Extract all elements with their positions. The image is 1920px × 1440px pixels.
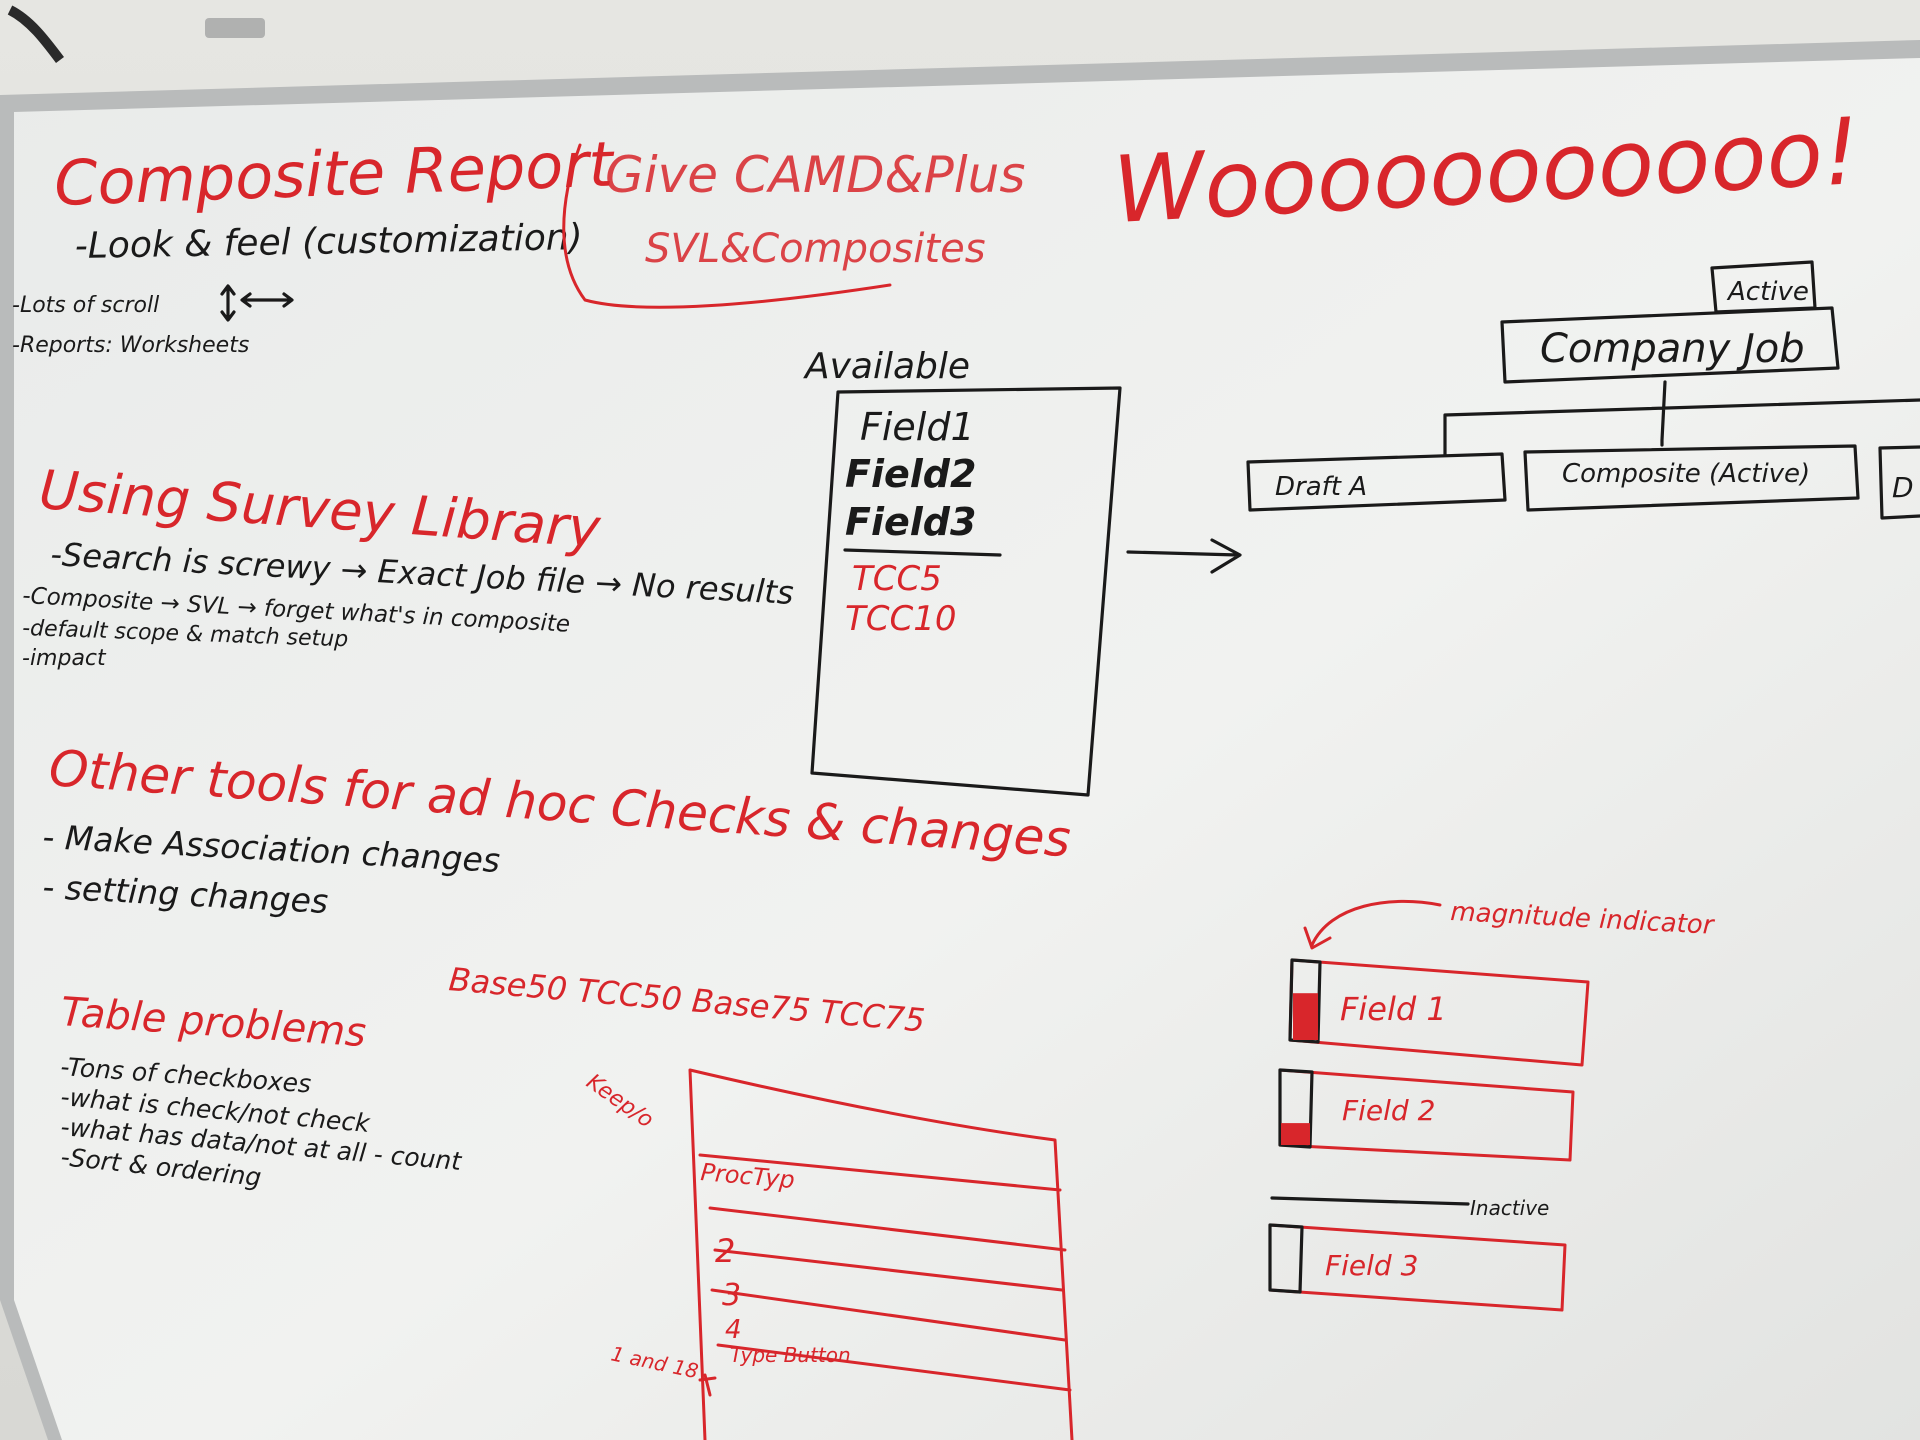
board-surface bbox=[14, 58, 1920, 1440]
available-tcc: TCC5 bbox=[852, 559, 942, 599]
third-child-box bbox=[1878, 445, 1920, 520]
table-sketch-pointer bbox=[698, 1373, 717, 1397]
active-tag: Active bbox=[1726, 277, 1809, 307]
using-survey-item: -impact bbox=[22, 646, 107, 671]
magnitude-fill bbox=[1293, 993, 1318, 1040]
table-sketch-row-label: 2 bbox=[715, 1232, 735, 1270]
magnitude-field-label: Field 2 bbox=[1342, 1094, 1435, 1127]
give-camd-line1: Give CAMD&Plus bbox=[605, 146, 1025, 204]
magnitude-fill bbox=[1281, 1123, 1310, 1145]
magnitude-arrow-icon bbox=[1303, 899, 1442, 950]
magnitude-field-3: Field 3 bbox=[1268, 1223, 1567, 1312]
table-sketch-row-label: 3 bbox=[722, 1278, 741, 1313]
section-bracket bbox=[562, 143, 892, 309]
hierarchy-connector bbox=[1443, 380, 1920, 457]
composite-active-box bbox=[1523, 444, 1860, 512]
available-field: Field3 bbox=[845, 500, 976, 544]
available-tcc: TCC10 bbox=[845, 599, 957, 639]
table-sketch-outline bbox=[688, 1068, 1074, 1440]
give-camd-line2: SVL&Composites bbox=[645, 226, 986, 272]
scroll-arrows-icon bbox=[220, 284, 294, 322]
magnitude-field-label: Field 1 bbox=[1340, 990, 1447, 1028]
available-box bbox=[810, 386, 1122, 797]
flow-arrow-icon bbox=[1126, 538, 1242, 574]
hierarchy-child: Composite (Active) bbox=[1562, 459, 1810, 489]
cable bbox=[7, 5, 64, 64]
inactive-label: Inactive bbox=[1470, 1196, 1549, 1220]
available-divider bbox=[843, 548, 1002, 557]
company-job-label: Company Job bbox=[1540, 326, 1805, 372]
available-field: Field1 bbox=[860, 405, 975, 449]
inactive-divider bbox=[1270, 1196, 1470, 1206]
hierarchy-child: Draft A bbox=[1275, 472, 1367, 502]
magnitude-field-2: Field 2 bbox=[1278, 1068, 1575, 1162]
frame-clip bbox=[205, 18, 265, 38]
composite-report-item: -Lots of scroll bbox=[12, 293, 159, 318]
hierarchy-child: D bbox=[1892, 471, 1914, 504]
company-job-box bbox=[1500, 306, 1840, 384]
table-sketch-bottom-label: Type Button bbox=[730, 1343, 851, 1367]
magnitude-field-label: Field 3 bbox=[1325, 1249, 1418, 1282]
table-sketch-row-label: 4 bbox=[725, 1315, 742, 1345]
draft-a-box bbox=[1246, 452, 1507, 512]
available-field: Field2 bbox=[845, 452, 976, 496]
composite-report-item: -Reports: Worksheets bbox=[12, 333, 249, 358]
available-title: Available bbox=[803, 346, 970, 387]
magnitude-field-1: Field 1 bbox=[1288, 958, 1590, 1067]
composite-report-item: -Look & feel (customization) bbox=[74, 217, 583, 267]
